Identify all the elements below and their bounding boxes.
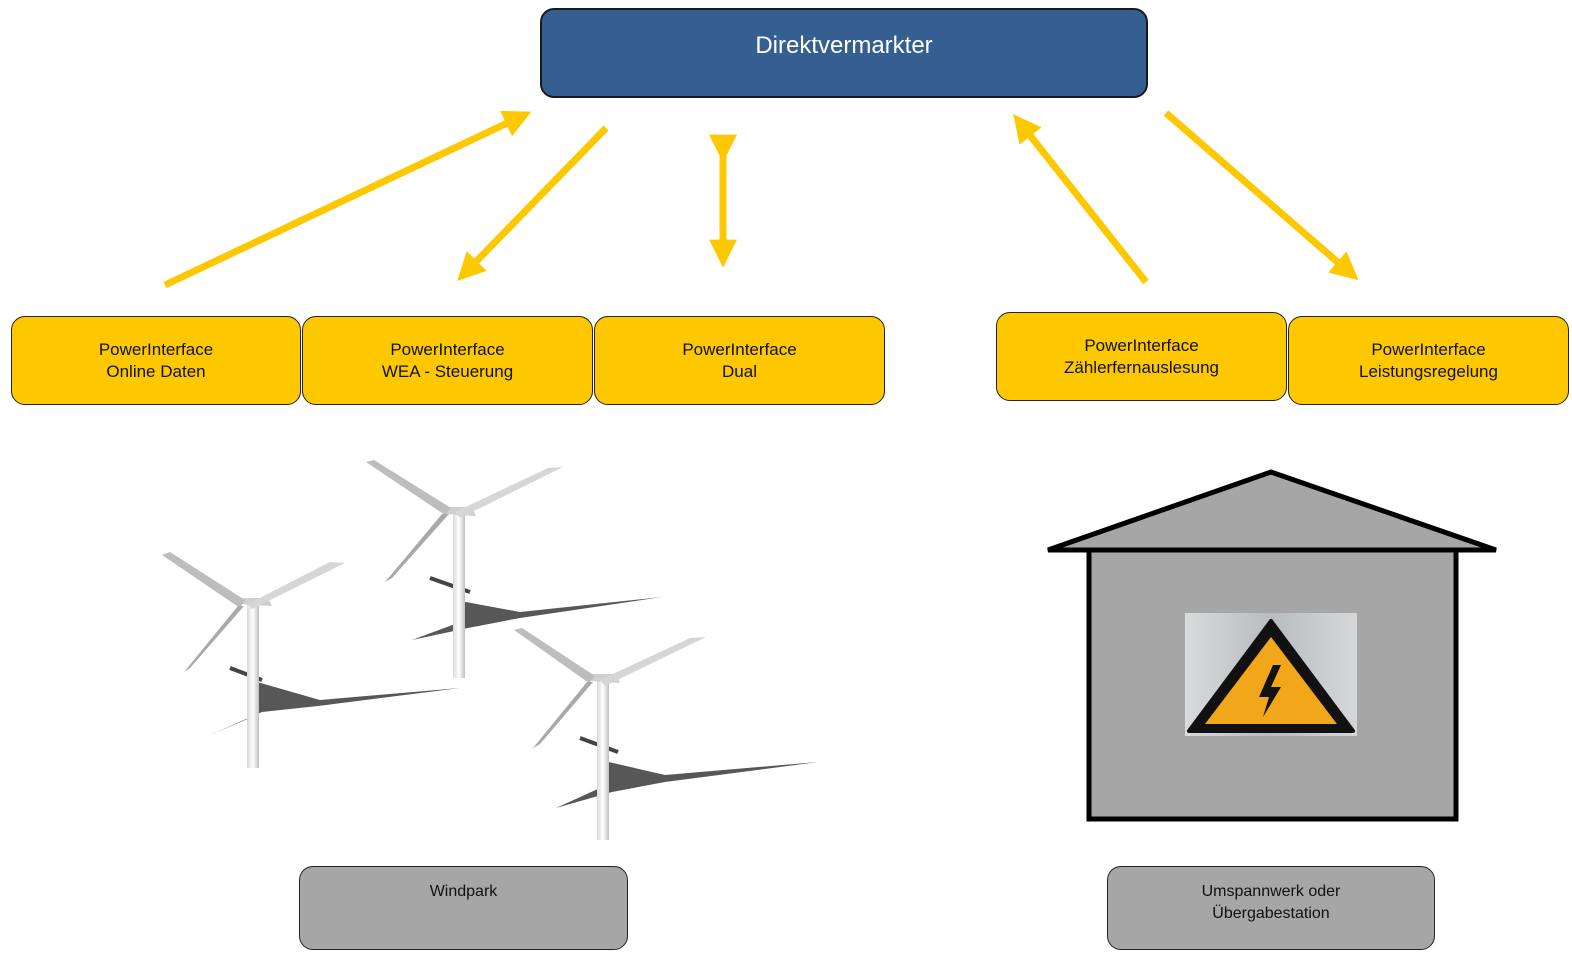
interface-subtitle: WEA - Steuerung bbox=[381, 361, 514, 381]
location-label-2: Übergabestation bbox=[1212, 905, 1330, 922]
interface-title: PowerInterface bbox=[1371, 339, 1486, 359]
location-label: Windpark bbox=[429, 883, 498, 900]
interface-title: PowerInterface bbox=[682, 339, 797, 359]
arrow-wea-steuerung bbox=[457, 125, 609, 282]
arrow-zaehlerfernauslesung bbox=[1013, 114, 1149, 285]
substation-box: Umspannwerk oder Übergabestation bbox=[1107, 866, 1435, 950]
direktvermarkter-box: Direktvermarkter bbox=[540, 8, 1148, 98]
interface-box-zaehlerfernauslesung: PowerInterface Zählerfernauslesung bbox=[996, 312, 1287, 401]
interface-box-dual: PowerInterface Dual bbox=[594, 316, 885, 405]
high-voltage-sign bbox=[1185, 613, 1357, 736]
interface-subtitle: Online Daten bbox=[106, 361, 206, 381]
interface-title: PowerInterface bbox=[98, 339, 214, 359]
interface-box-leistungsregelung: PowerInterface Leistungsregelung bbox=[1288, 316, 1569, 405]
location-label: Umspannwerk oder bbox=[1201, 883, 1341, 900]
arrow-online-daten bbox=[163, 110, 532, 289]
interface-box-online-daten: PowerInterface Online Daten bbox=[11, 316, 301, 405]
interface-subtitle: Leistungsregelung bbox=[1359, 361, 1498, 381]
windpark-box: Windpark bbox=[299, 866, 628, 950]
direktvermarkter-label: Direktvermarkter bbox=[755, 32, 933, 59]
interface-subtitle: Dual bbox=[722, 361, 757, 381]
interface-title: PowerInterface bbox=[1084, 335, 1199, 355]
interface-box-wea-steuerung: PowerInterface WEA - Steuerung bbox=[302, 316, 593, 405]
arrow-leistungsregelung bbox=[1163, 110, 1359, 281]
high-voltage-warning-icon bbox=[1187, 619, 1355, 733]
interface-subtitle: Zählerfernauslesung bbox=[1064, 357, 1219, 377]
interface-title: PowerInterface bbox=[390, 339, 505, 359]
wind-turbine-icon bbox=[162, 460, 818, 840]
